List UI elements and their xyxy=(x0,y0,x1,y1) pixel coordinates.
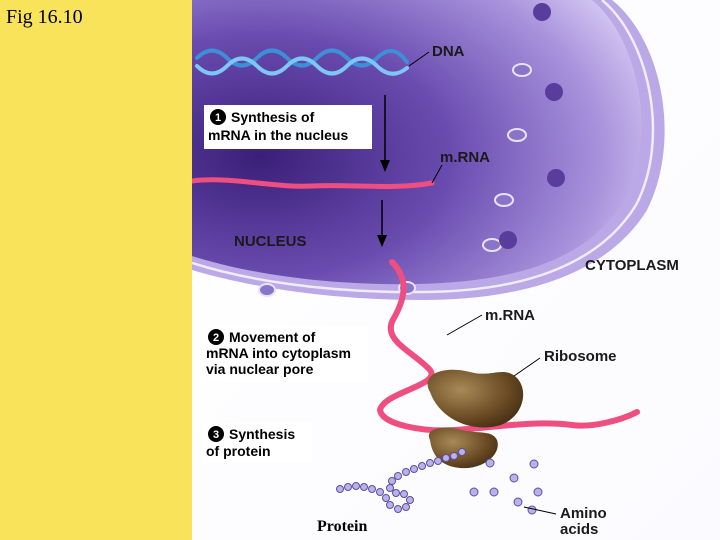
step-3-number: 3 xyxy=(213,429,219,441)
diagram-panel: DNA 1 Synthesis of mRNA in the nucleus m… xyxy=(192,0,720,540)
step-1-line2: mRNA in the nucleus xyxy=(208,127,348,143)
ribosome-leader xyxy=(513,357,541,377)
ribosome xyxy=(427,369,524,469)
envelope-protein-blobs xyxy=(499,3,565,249)
amino-acids-leader xyxy=(523,506,557,515)
step-1-number-badge xyxy=(210,109,226,125)
amino-acids-label-line2: acids xyxy=(560,521,598,538)
dna-label: DNA xyxy=(432,43,465,60)
step-2-number-badge xyxy=(208,329,224,345)
dna-leader-line xyxy=(408,51,430,67)
mrna-strand-nucleus xyxy=(192,177,435,189)
figure-title: Fig 16.10 xyxy=(6,6,83,28)
mrna-cytoplasm-label: m.RNA xyxy=(485,307,535,324)
protein-chain xyxy=(336,448,466,513)
step-1-number: 1 xyxy=(215,112,221,124)
ribosome-large-subunit xyxy=(427,369,524,428)
mrna-strand-cytoplasm xyxy=(376,259,640,434)
arrow-head-2 xyxy=(377,235,387,247)
cytoplasm-label: CYTOPLASM xyxy=(585,257,679,274)
step-3-line2: of protein xyxy=(206,443,271,459)
arrow-head-1 xyxy=(380,160,390,172)
amino-acids-label-line1: Amino xyxy=(560,505,607,522)
mrna-nucleus-label: m.RNA xyxy=(440,149,490,166)
protein-label: Protein xyxy=(317,518,367,535)
nuclear-envelope-inner-line xyxy=(192,0,655,294)
ribosome-label: Ribosome xyxy=(544,348,617,365)
dna-helix xyxy=(195,48,409,76)
free-amino-acids xyxy=(469,458,543,515)
step-2-line3: via nuclear pore xyxy=(206,361,314,377)
step-2-number: 2 xyxy=(213,332,219,344)
step-3-line1: Synthesis xyxy=(229,426,295,442)
step-3-number-badge xyxy=(208,426,224,442)
mrna-cytoplasm-leader xyxy=(446,314,483,336)
step-1-box xyxy=(204,105,372,149)
mrna-nucleus-leader xyxy=(431,164,443,184)
step-2-line1: Movement of xyxy=(229,329,316,345)
step-1-line1: Synthesis of xyxy=(231,109,315,125)
nucleus-label: NUCLEUS xyxy=(234,233,307,250)
diagram-svg: DNA 1 Synthesis of mRNA in the nucleus m… xyxy=(192,0,720,540)
step-2-line2: mRNA into cytoplasm xyxy=(206,345,351,361)
step-2-box xyxy=(202,326,368,382)
